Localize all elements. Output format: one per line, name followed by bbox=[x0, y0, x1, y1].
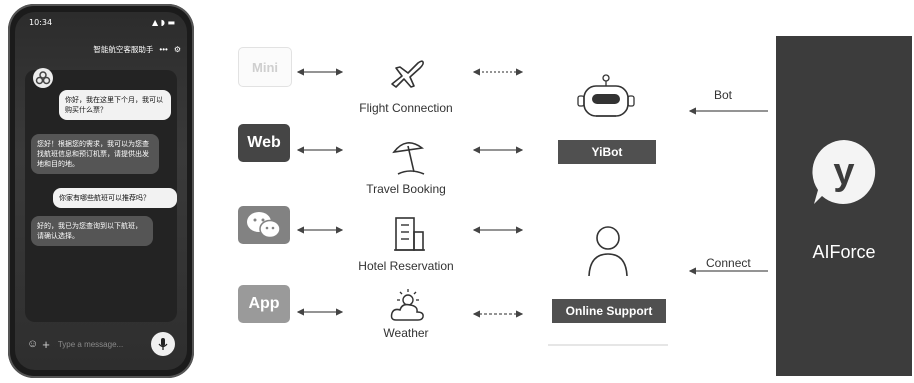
weather-sun-cloud-icon bbox=[390, 289, 424, 321]
app-badge: App bbox=[238, 285, 290, 323]
aiforce-panel: y AIForce bbox=[776, 36, 912, 376]
service-label: Flight Connection bbox=[359, 101, 453, 115]
add-icon[interactable]: + bbox=[42, 336, 50, 352]
status-time: 10:34 bbox=[29, 18, 53, 27]
microphone-icon bbox=[158, 338, 168, 350]
microphone-button[interactable] bbox=[151, 332, 175, 356]
phone-mockup: 10:34 ▲ ◗ ▬ 智能航空客服助手 ••• ⚙ 你好，我在这里下个月，我可… bbox=[8, 4, 194, 378]
chat-message-user: 你好，我在这里下个月，我可以购买什么票？ bbox=[59, 90, 171, 120]
chat-message-bot: 好的，我已为您查询到以下航班，请确认选择。 bbox=[31, 216, 153, 246]
aiforce-logo-letter: y bbox=[833, 151, 854, 193]
mini-program-badge: Mini bbox=[238, 47, 292, 87]
service-label: Travel Booking bbox=[366, 182, 446, 196]
status-icons: ▲ ◗ ▬ bbox=[151, 18, 175, 27]
chat-header: 智能航空客服助手 ••• ⚙ bbox=[21, 40, 181, 58]
aiforce-name: AIForce bbox=[812, 242, 876, 262]
phone-screen: 10:34 ▲ ◗ ▬ 智能航空客服助手 ••• ⚙ 你好，我在这里下个月，我可… bbox=[15, 12, 187, 370]
chat-title: 智能航空客服助手 bbox=[93, 44, 154, 54]
aiforce-logo-icon: y bbox=[812, 140, 876, 204]
online-support-box: Online Support bbox=[552, 299, 666, 323]
beach-umbrella-icon bbox=[392, 142, 425, 175]
bot-avatar bbox=[33, 68, 53, 88]
wechat-icon bbox=[247, 212, 281, 239]
chat-area: 你好，我在这里下个月，我可以购买什么票？ 您好！根据您的需求，我可以为您查找航班… bbox=[25, 70, 177, 322]
message-input[interactable]: Type a message... bbox=[57, 339, 124, 349]
person-icon bbox=[588, 226, 628, 277]
status-bar: 10:34 ▲ ◗ ▬ bbox=[29, 18, 175, 30]
airplane-icon bbox=[391, 60, 424, 88]
chat-message-user: 你家有哪些航班可以推荐吗？ bbox=[53, 188, 177, 208]
message-input-bar: ☺ + Type a message... bbox=[27, 330, 175, 358]
menu-dots-icon[interactable]: ••• bbox=[159, 44, 168, 54]
hotel-building-icon bbox=[394, 217, 425, 251]
connect-connection-label: Connect bbox=[706, 256, 751, 270]
bot-connection-label: Bot bbox=[714, 88, 733, 102]
wechat-badge bbox=[238, 206, 290, 244]
bot-avatar-icon bbox=[35, 71, 51, 85]
service-label: Weather bbox=[383, 326, 429, 340]
chat-message-bot: 您好！根据您的需求，我可以为您查找航班信息和预订机票，请提供出发地和目的地。 bbox=[31, 134, 159, 174]
settings-icon[interactable]: ⚙ bbox=[173, 44, 181, 54]
web-badge: Web bbox=[238, 124, 290, 162]
service-label: Hotel Reservation bbox=[358, 259, 454, 273]
yibot-box: YiBot bbox=[558, 140, 656, 164]
emoji-icon[interactable]: ☺ bbox=[27, 338, 39, 350]
robot-icon bbox=[577, 74, 635, 117]
